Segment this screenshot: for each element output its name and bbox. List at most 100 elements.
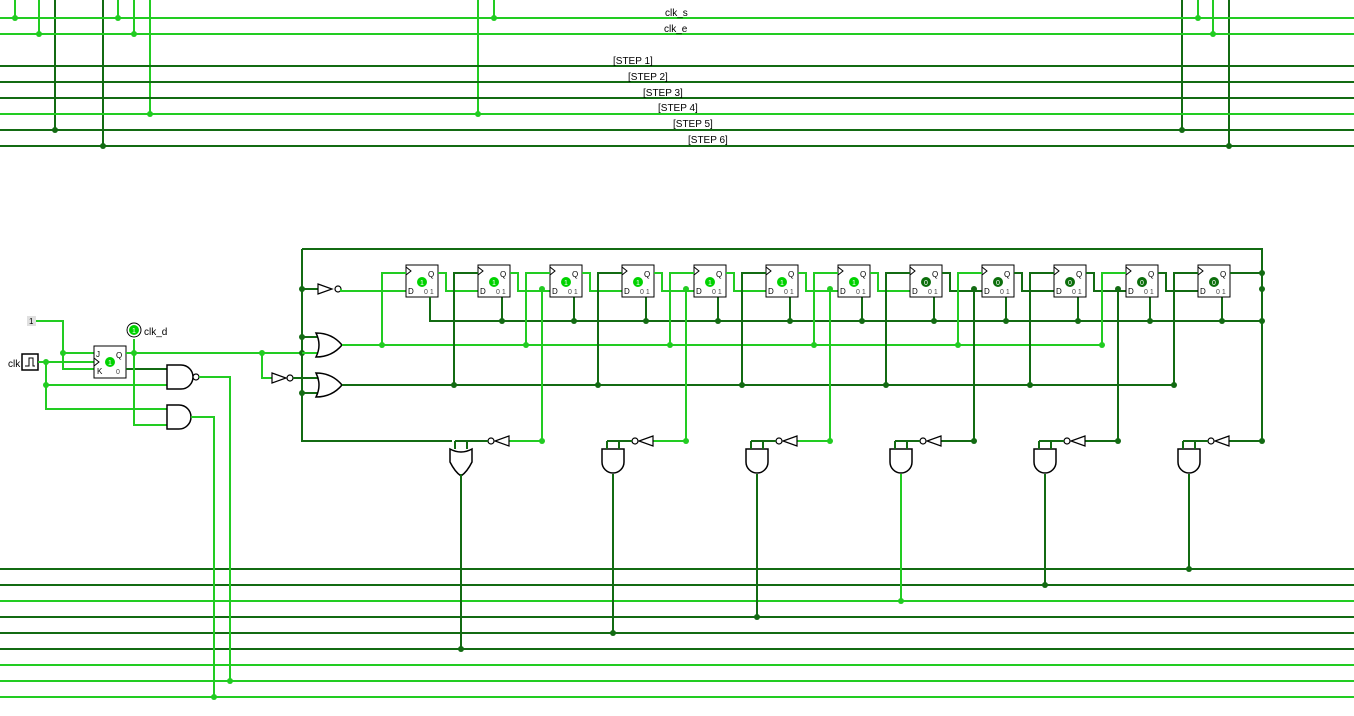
dff-d-label: D	[1200, 287, 1206, 296]
step-4-label: [STEP 4]	[658, 103, 698, 114]
nand-gate	[166, 364, 194, 390]
decoder-and-gate	[1033, 448, 1057, 474]
dff-q-label: Q	[644, 270, 650, 279]
dff-pin-label: 0 1	[1072, 289, 1082, 296]
jk-j-label: J	[96, 350, 100, 359]
dff-state-indicator	[849, 277, 859, 287]
d-flipflop[interactable]	[477, 264, 511, 298]
jk-k-label: K	[97, 367, 103, 376]
dff-pin-label: 0 1	[640, 289, 650, 296]
dff-q-label: Q	[716, 270, 722, 279]
dff-pin-label: 0 1	[856, 289, 866, 296]
clk-d-label: clk_d	[144, 327, 167, 338]
decoder-inverter	[1069, 435, 1086, 447]
dff-pin-label: 0 1	[568, 289, 578, 296]
dff-state-indicator	[561, 277, 571, 287]
dff-d-label: D	[840, 287, 846, 296]
dff-state-value: 1	[636, 280, 640, 287]
dff-state-indicator	[489, 277, 499, 287]
bottom-bus	[0, 566, 1354, 700]
clk-d-value: 1	[132, 328, 136, 335]
dff-state-value: 1	[780, 280, 784, 287]
dff-q-label: Q	[1076, 270, 1082, 279]
decoder-and-gate	[745, 448, 769, 474]
dff-state-indicator	[1137, 277, 1147, 287]
dff-q-label: Q	[932, 270, 938, 279]
decoder-and-gate	[601, 448, 625, 474]
dff-state-value: 0	[1140, 280, 1144, 287]
clk-e-label: clk_e	[664, 24, 688, 35]
decoder-inverter	[925, 435, 942, 447]
dff-q-label: Q	[500, 270, 506, 279]
dff-d-label: D	[480, 287, 486, 296]
dff-pin-label: 0 1	[496, 289, 506, 296]
dff-pin-label: 0 1	[1144, 289, 1154, 296]
step-6-label: [STEP 6]	[688, 135, 728, 146]
step-1-label: [STEP 1]	[613, 56, 653, 67]
inverter-top	[317, 283, 334, 295]
dff-state-value: 0	[1212, 280, 1216, 287]
dff-q-label: Q	[572, 270, 578, 279]
dff-state-value: 0	[924, 280, 928, 287]
dff-state-value: 1	[708, 280, 712, 287]
dff-q-label: Q	[788, 270, 794, 279]
dff-d-label: D	[408, 287, 414, 296]
jk-state-indicator	[105, 357, 115, 367]
dff-d-label: D	[1056, 287, 1062, 296]
dff-d-label: D	[984, 287, 990, 296]
dff-state-indicator	[921, 277, 931, 287]
decoder-or-gate	[449, 447, 473, 477]
decoder-and-gate	[889, 448, 913, 474]
dff-d-label: D	[552, 287, 558, 296]
constant-value: 1	[29, 317, 34, 326]
dff-state-indicator	[633, 277, 643, 287]
decoder-inverter	[493, 435, 510, 447]
inverter-left	[271, 372, 288, 384]
decoder-inverter	[781, 435, 798, 447]
dff-state-indicator	[993, 277, 1003, 287]
jk-q-label: Q	[116, 351, 122, 360]
dff-pin-label: 0 1	[712, 289, 722, 296]
dff-state-value: 1	[852, 280, 856, 287]
clock-control-section: 1 clk J K Q 0 1 1 clk_d	[8, 316, 302, 697]
step-3-label: [STEP 3]	[643, 88, 683, 99]
d-flipflop[interactable]	[621, 264, 655, 298]
d-flipflop[interactable]	[837, 264, 871, 298]
clock-label: clk	[8, 359, 21, 370]
d-flipflop[interactable]	[549, 264, 583, 298]
clock-source[interactable]	[21, 353, 39, 371]
dff-state-value: 1	[420, 280, 424, 287]
decoder-and-gate	[1177, 448, 1201, 474]
top-bus: clk_s clk_e [STEP 1] [STEP 2] [STEP 3] […	[0, 0, 1354, 149]
dff-q-label: Q	[1004, 270, 1010, 279]
dff-state-indicator	[1209, 277, 1219, 287]
or-gate-lower	[314, 372, 343, 398]
d-flipflop[interactable]	[1053, 264, 1087, 298]
dff-q-label: Q	[428, 270, 434, 279]
dff-state-value: 0	[1068, 280, 1072, 287]
decoder-inverter	[637, 435, 654, 447]
dff-q-label: Q	[860, 270, 866, 279]
jk-state-value: 1	[108, 360, 112, 367]
step-decoder	[449, 286, 1265, 649]
clk-s-label: clk_s	[665, 8, 688, 19]
step-5-label: [STEP 5]	[673, 119, 713, 130]
dff-pin-label: 0 1	[1000, 289, 1010, 296]
constant-source[interactable]	[27, 316, 36, 326]
dff-state-value: 1	[492, 280, 496, 287]
dff-d-label: D	[696, 287, 702, 296]
dff-pin-label: 0 1	[784, 289, 794, 296]
jk-pin-label: 0	[116, 369, 120, 376]
dff-pin-label: 0 1	[1216, 289, 1226, 296]
dff-d-label: D	[1128, 287, 1134, 296]
dff-state-indicator	[1065, 277, 1075, 287]
and-gate-clk	[166, 404, 192, 430]
dff-q-label: Q	[1220, 270, 1226, 279]
or-gate-upper	[314, 332, 343, 358]
dff-state-indicator	[705, 277, 715, 287]
dff-state-value: 1	[564, 280, 568, 287]
dff-q-label: Q	[1148, 270, 1154, 279]
dff-pin-label: 0 1	[424, 289, 434, 296]
dff-state-indicator	[777, 277, 787, 287]
dff-state-indicator	[417, 277, 427, 287]
